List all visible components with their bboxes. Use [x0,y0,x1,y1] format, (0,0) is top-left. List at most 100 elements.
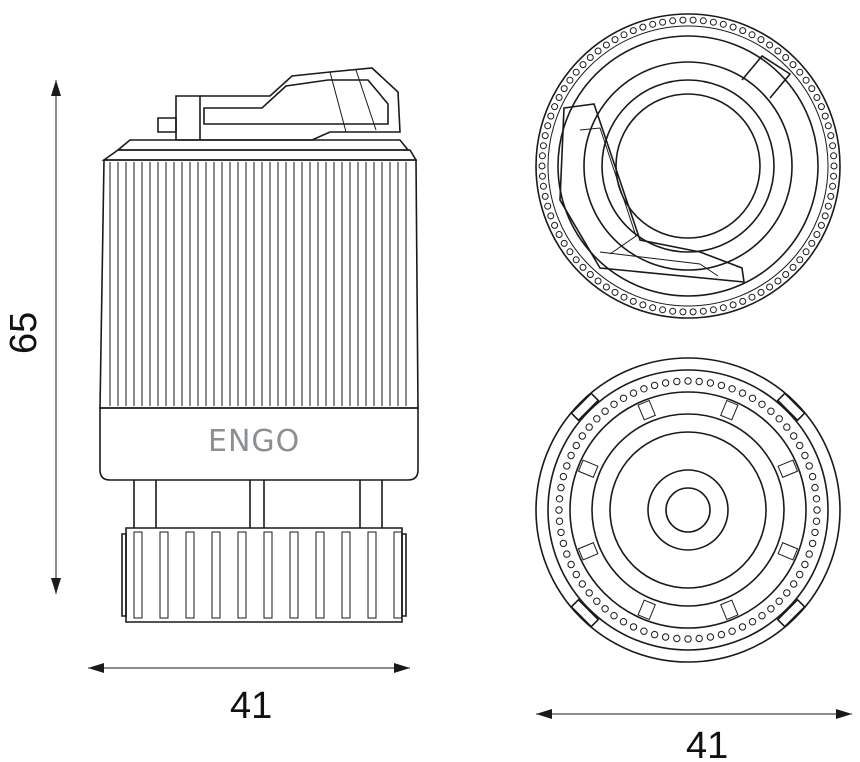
knurl-tooth [547,212,555,220]
knurl-tooth [689,308,697,316]
knurl-tooth [551,221,559,229]
knurl-tooth [572,441,580,450]
knurl-tooth [555,94,563,101]
knurl-tooth [796,68,804,76]
knurl-tooth [774,277,782,285]
knurl-tooth [789,61,797,69]
knurl-tooth [796,570,804,579]
knurl-tooth [821,212,829,220]
knurl-tooth [611,36,619,44]
knurl-tooth [640,385,648,393]
knurl-tooth [827,132,835,140]
knurl-tooth [801,451,809,460]
knurl-tooth [783,423,791,431]
side-width-label: 41 [230,685,272,727]
outer-notch [570,392,600,422]
knurl-tooth [572,256,580,264]
knurl-tooth [801,560,809,569]
knurl-tooth [728,385,736,393]
knurl-tooth [830,152,838,160]
knurl-tooth [544,202,552,210]
knurl-tooth [560,85,568,93]
knurl-tooth [555,517,564,525]
knurl-tooth [639,301,647,309]
knurl-tooth [812,517,821,525]
knurl-tooth [555,231,563,238]
clip-tab [777,459,799,478]
knurl-tooth [817,103,825,111]
knurl-tooth [817,221,825,229]
knurl-tooth [706,379,715,387]
bottom-width-dimension: 41 [536,709,852,762]
knurl-tooth [661,379,670,387]
knurl-tooth [594,47,602,55]
knurl-tooth [559,539,568,548]
knurl-tooth [805,550,813,558]
clip-tab [637,599,656,621]
knurl-tooth [689,16,697,24]
knurl-tooth [706,633,715,641]
nut-slot [211,531,221,619]
ribbed-body [99,159,419,409]
knurl-tooth [601,407,609,415]
knurl-tooth [767,407,775,415]
knurl-tooth [579,263,587,271]
knurl-tooth [782,271,790,278]
knurl-tooth [802,76,810,84]
knurl-tooth [775,597,783,605]
knurl-tooth [739,297,747,305]
knurl-tooth [629,27,637,35]
knurl-tooth [559,472,568,481]
knurl-tooth [555,506,563,514]
outer-notch [776,598,806,628]
knurl-tooth [551,103,559,111]
knurl-tooth [593,415,601,423]
knurl-tooth [679,308,687,316]
knurl-tooth [717,630,726,639]
knurl-tooth [578,432,586,440]
knurl-tooth [539,142,547,150]
knurl-tooth [808,472,817,481]
knurl-tooth [802,248,810,256]
knurl-tooth [805,462,813,470]
knurl-tooth [578,580,586,588]
knurl-tooth [748,394,757,402]
knurl-tooth [610,400,618,408]
knurl-tooth [717,381,726,390]
knurl-tooth [783,589,791,597]
knurl-tooth [699,17,707,25]
knurl-tooth [572,570,580,579]
knurl-tooth [790,432,798,440]
knurl-tooth [611,288,619,296]
knurl-tooth [830,172,838,180]
knurl-tooth [813,94,821,101]
knurl-tooth [602,283,610,291]
knurl-tooth [811,483,819,492]
side-width-dimension: 41 [88,663,410,727]
knurl-tooth [709,306,717,314]
knurl-tooth [541,132,549,140]
nut-slot [341,531,351,619]
knurl-tooth [699,307,707,315]
knurl-tooth [538,152,546,160]
knurl-tooth [758,612,766,620]
knurl-tooth [729,23,737,31]
knurl-tooth [629,623,638,631]
logo-band: ENGO [99,407,419,481]
knurl-tooth [586,54,594,61]
knurl-tooth [673,634,681,643]
knurl-tooth [673,377,681,386]
knurl-tooth [766,283,774,291]
knurl-tooth [796,441,804,450]
knurl-tooth [824,202,832,210]
knurl-tooth [684,377,692,385]
knurl-tooth [695,634,703,643]
knurl-tooth [593,597,601,605]
knurl-tooth [579,61,587,69]
knurl-tooth [748,31,756,39]
knurl-tooth [767,605,775,613]
knurl-tooth [738,623,747,631]
knurl-tooth [813,231,821,238]
knurl-tooth [586,271,594,278]
knurl-tooth [775,415,783,423]
